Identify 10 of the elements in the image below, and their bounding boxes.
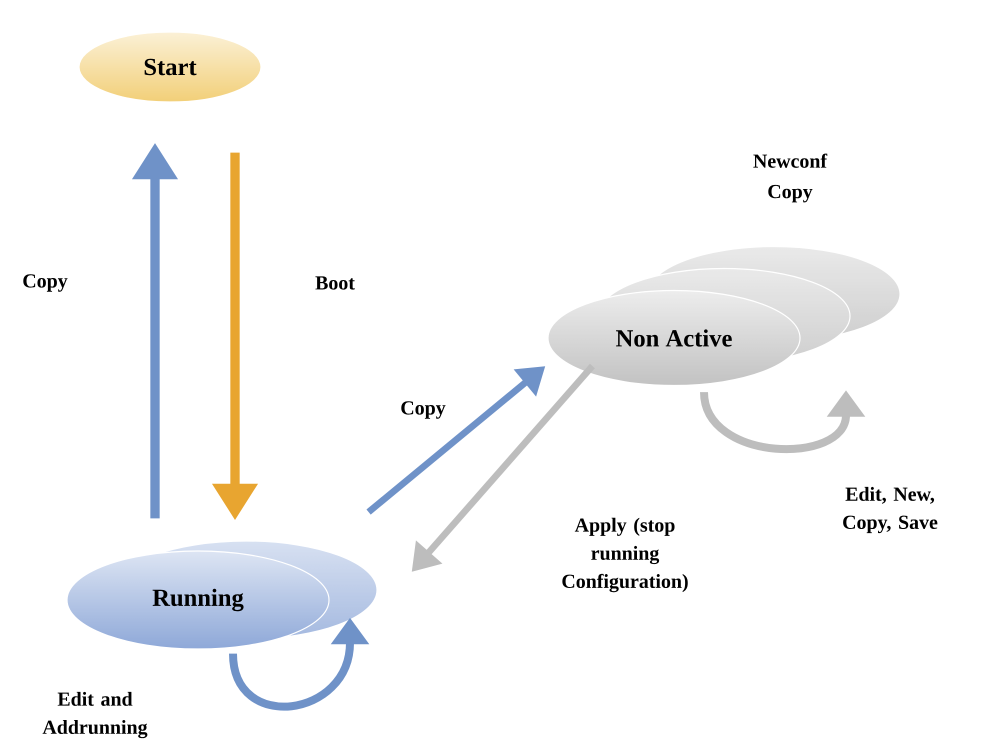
ellipse-node: Start [78,31,262,103]
edge-label: Apply (stop running Configuration) [562,518,688,592]
ellipse-node: Non Active [547,246,901,386]
edge-label: Edit and Addrunning [42,692,148,738]
edge-label: Edit, New, Copy, Save [843,486,938,534]
edge-label: Copy [401,401,446,419]
edge-label: Boot [315,276,355,290]
edge-label: Copy [23,274,68,292]
ellipse-node: Running [66,540,378,650]
node-caption: Newconf Copy [753,154,828,202]
